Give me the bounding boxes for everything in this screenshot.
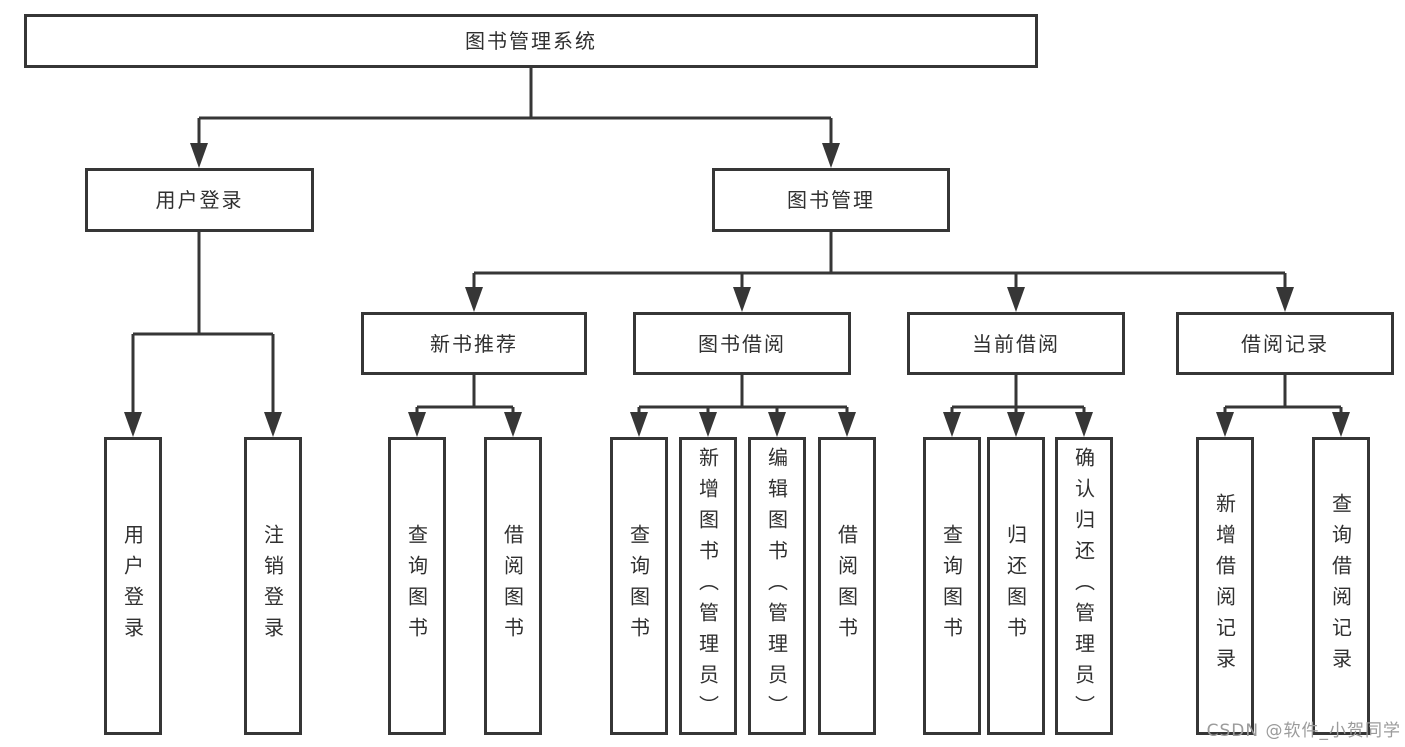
node-borrowing-records: 借阅记录 <box>1176 312 1394 375</box>
leaf-return-books: 归还图书 <box>987 437 1045 735</box>
leaf-borrow-books-recommend: 借阅图书 <box>484 437 542 735</box>
leaf-add-borrow-record: 新增借阅记录 <box>1196 437 1254 735</box>
leaf-confirm-return-admin: 确认归还（管理员） <box>1055 437 1113 735</box>
node-current-borrowing: 当前借阅 <box>907 312 1125 375</box>
node-book-borrowing: 图书借阅 <box>633 312 851 375</box>
leaf-query-borrow-record: 查询借阅记录 <box>1312 437 1370 735</box>
leaf-query-books-current: 查询图书 <box>923 437 981 735</box>
leaf-query-books-borrowing: 查询图书 <box>610 437 668 735</box>
leaf-query-books-recommend: 查询图书 <box>388 437 446 735</box>
node-new-book-recommend: 新书推荐 <box>361 312 587 375</box>
node-book-management: 图书管理 <box>712 168 950 232</box>
leaf-edit-books-admin: 编辑图书（管理员） <box>748 437 806 735</box>
leaf-borrow-books: 借阅图书 <box>818 437 876 735</box>
node-user-login: 用户登录 <box>85 168 314 232</box>
node-root-library-system: 图书管理系统 <box>24 14 1038 68</box>
leaf-add-books-admin: 新增图书（管理员） <box>679 437 737 735</box>
csdn-watermark: CSDN @软件_小贺同学 <box>1206 721 1401 741</box>
leaf-user-login: 用户登录 <box>104 437 162 735</box>
leaf-logout: 注销登录 <box>244 437 302 735</box>
